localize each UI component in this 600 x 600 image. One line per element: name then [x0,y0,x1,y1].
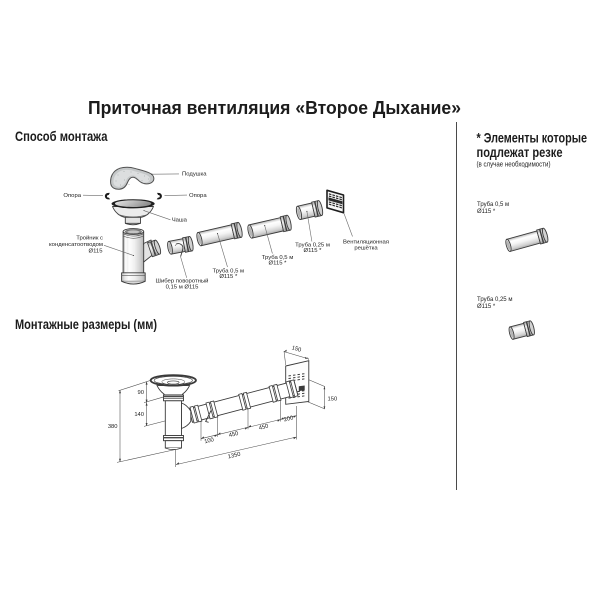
svg-text:Тройник с: Тройник с [76,234,103,241]
svg-text:(в случае необходимости): (в случае необходимости) [477,160,551,169]
svg-text:Способ монтажа: Способ монтажа [15,129,108,144]
svg-text:0,15 м Ø115: 0,15 м Ø115 [166,284,199,290]
svg-text:140: 140 [134,412,144,418]
svg-text:450: 450 [258,424,269,432]
svg-text:Труба 0,5 м: Труба 0,5 м [262,255,294,261]
svg-text:Труба 0,5 м: Труба 0,5 м [477,202,509,208]
svg-text:Ø115 *: Ø115 * [269,261,288,267]
svg-text:Ø115 *: Ø115 * [219,274,238,280]
svg-text:Ø115 *: Ø115 * [477,209,496,215]
svg-text:150: 150 [328,397,338,403]
svg-text:380: 380 [108,424,118,430]
svg-text:Опора: Опора [63,193,81,199]
svg-text:1350: 1350 [227,452,241,461]
svg-text:450: 450 [228,431,239,439]
svg-text:Вентиляционная: Вентиляционная [343,240,389,246]
svg-text:Чаша: Чаша [172,218,188,224]
svg-text:Подушка: Подушка [182,172,207,178]
svg-text:Шибер поворотный: Шибер поворотный [156,277,209,284]
svg-text:* Элементы которые: * Элементы которые [477,131,588,146]
svg-text:решётка: решётка [354,245,378,251]
svg-text:90: 90 [138,390,144,396]
svg-text:Ø115 *: Ø115 * [304,248,323,254]
svg-text:Труба 0,25 м: Труба 0,25 м [295,243,330,249]
svg-text:200: 200 [283,415,294,423]
svg-text:100: 100 [204,437,215,445]
svg-text:Труба 0,25 м: Труба 0,25 м [477,297,512,303]
svg-text:Опора: Опора [189,193,207,199]
svg-text:конденсатоотводом: конденсатоотводом [49,242,103,248]
svg-text:Ø115 *: Ø115 * [477,304,496,310]
svg-text:Монтажные размеры (мм): Монтажные размеры (мм) [15,317,157,332]
svg-text:подлежат резке: подлежат резке [477,145,563,160]
svg-text:Приточная вентиляция «Второе Д: Приточная вентиляция «Второе Дыхание» [88,97,461,118]
svg-text:Ø115: Ø115 [89,248,104,254]
svg-text:Труба 0,5 м: Труба 0,5 м [213,269,245,275]
svg-text:150: 150 [291,345,302,353]
